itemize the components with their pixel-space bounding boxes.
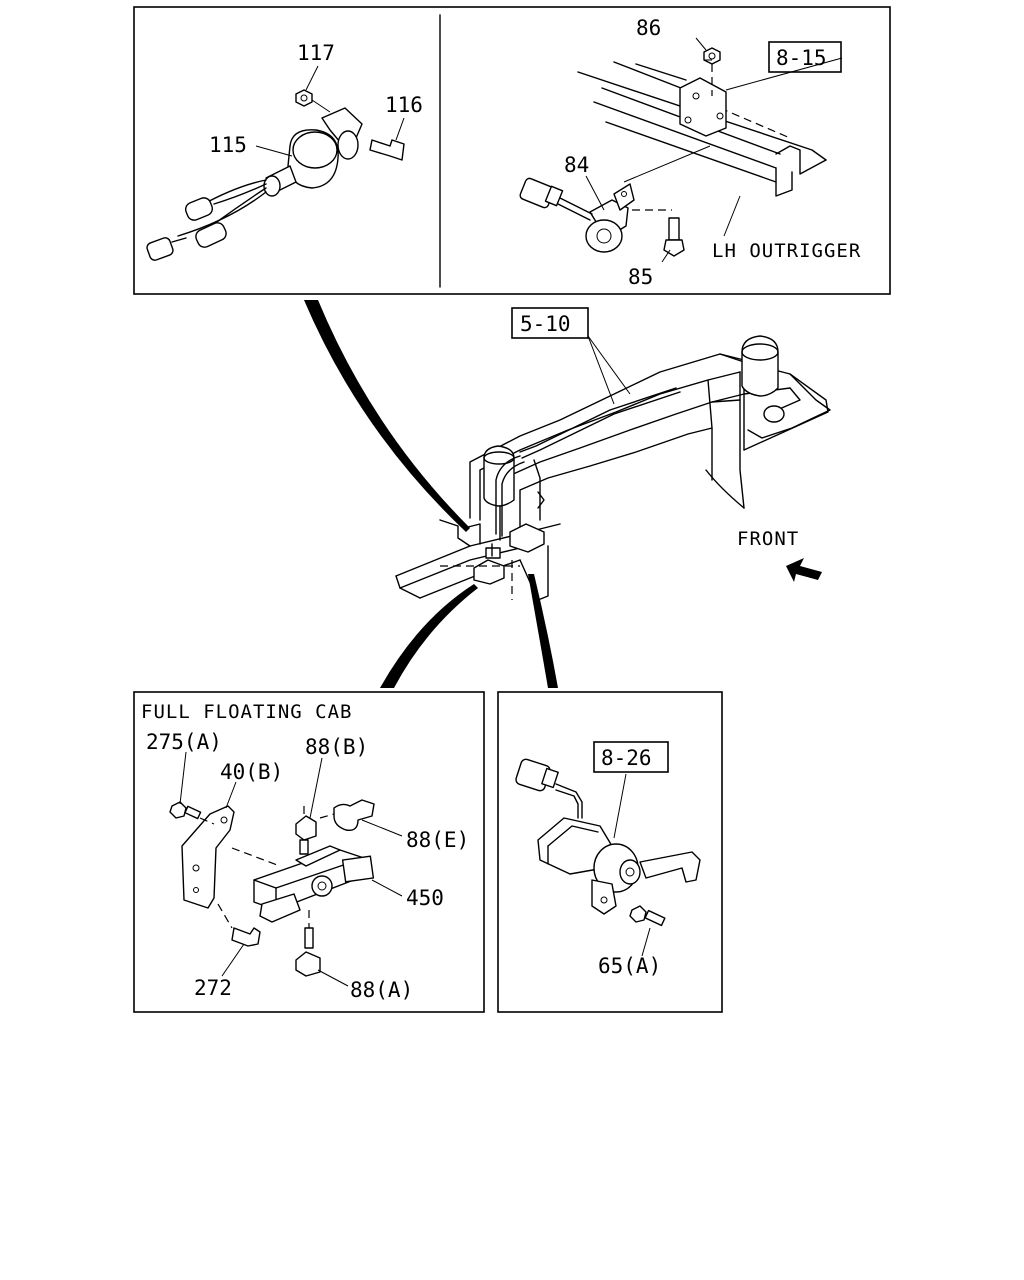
full-floating-cab-title: FULL FLOATING CAB: [141, 701, 352, 723]
label-450: 450: [406, 886, 444, 910]
label-8-15: 8-15: [776, 46, 827, 70]
callout-curve-top: [304, 300, 470, 532]
sensor-8-26-drawing: [515, 758, 701, 927]
outrigger-drawing: [577, 47, 827, 197]
leveling-valve-450-drawing: [169, 799, 375, 977]
ref-box-8-15: [768, 41, 842, 73]
callout-curve-bottom-left: [380, 584, 478, 688]
label-88-a: 88(A): [350, 978, 413, 1002]
ref-box-5-10: [511, 307, 589, 339]
label-front: FRONT: [737, 528, 799, 550]
label-65-a: 65(A): [598, 954, 661, 978]
bolt-85: [663, 217, 685, 257]
label-88-e: 88(E): [406, 828, 469, 852]
label-115: 115: [209, 133, 247, 157]
front-arrow-icon: [786, 558, 822, 582]
label-88-b: 88(B): [305, 735, 368, 759]
valve-115-drawing: [146, 89, 405, 261]
label-5-10: 5-10: [520, 312, 571, 336]
full-floating-cab-frame: [133, 691, 485, 1013]
label-40-b: 40(B): [220, 760, 283, 784]
ref-box-8-26: [593, 741, 669, 773]
bottom-right-detail-frame: [497, 691, 723, 1013]
label-272: 272: [194, 976, 232, 1000]
label-86: 86: [636, 16, 661, 40]
label-116: 116: [385, 93, 423, 117]
label-275-a: 275(A): [146, 730, 222, 754]
label-117: 117: [297, 41, 335, 65]
chassis-frame-drawing: [395, 335, 831, 601]
top-detail-frame: [133, 6, 891, 295]
label-84: 84: [564, 153, 589, 177]
label-85: 85: [628, 265, 653, 289]
callout-curve-bottom-right: [528, 574, 558, 688]
sensor-84-drawing: [519, 145, 711, 253]
label-8-26: 8-26: [601, 746, 652, 770]
label-lh-outrigger: LH OUTRIGGER: [712, 240, 861, 262]
